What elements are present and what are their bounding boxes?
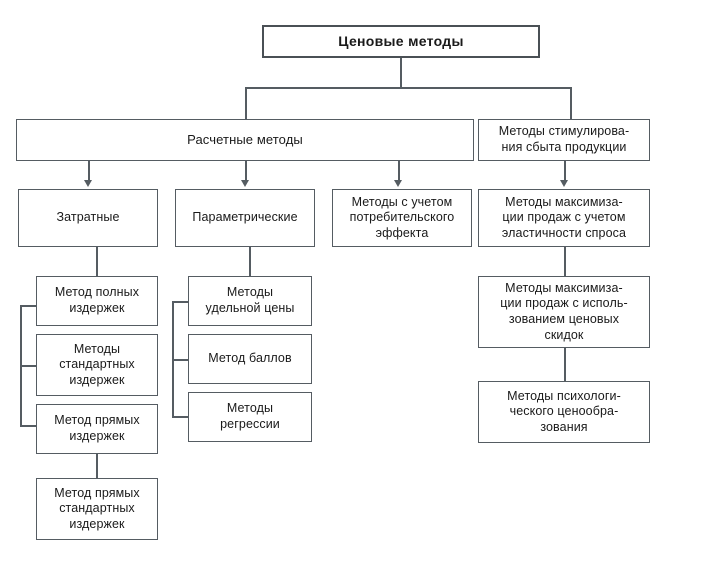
connector-root-to-calc [245,87,247,119]
connector-discounts-to-psych [564,348,566,381]
node-label-line3: эффекта [375,225,429,240]
connector-cost-stem [96,247,98,276]
node-label-line1: Методы психологи- [507,388,621,403]
node-label-line1: Методы [226,285,274,300]
connector-cost-rail-stub-2 [20,365,37,367]
node-label: Параметрические [192,210,298,225]
node-psychological-pricing-methods[interactable]: Методы психологи- ческого ценообра- зова… [478,381,650,443]
node-full-cost-method[interactable]: Метод полных издержек [36,276,158,326]
node-root-pricing-methods[interactable]: Ценовые методы [262,25,540,58]
node-label-line2: издержек [69,301,125,315]
node-label-line2: издержек [69,429,125,443]
node-label-line1: Методы [73,341,121,356]
node-label-line2: регрессии [220,417,280,431]
node-label-line2: удельной цены [205,301,295,315]
node-standard-cost-methods[interactable]: Методы стандартных издержек [36,334,158,396]
arrowhead-calc-to-cost [84,180,92,187]
node-label-line1: Метод прямых [54,413,140,428]
connector-param-rail-stub-2 [172,359,189,361]
connector-param-stem [249,247,251,276]
node-label-line3: зованием ценовых [508,312,620,326]
node-calculation-methods[interactable]: Расчетные методы [16,119,474,161]
connector-calc-to-param [245,161,247,182]
connector-calc-to-consumer [398,161,400,182]
node-label-line2: потребительского [349,210,455,225]
connector-promo-to-maxdemand [564,161,566,182]
node-label-line3: издержек [69,516,125,531]
node-label-line2: ческого ценообра- [509,404,619,419]
connector-param-rail-stub-1 [172,301,189,303]
arrowhead-promo-to-maxdemand [560,180,568,187]
node-label-line2: ции продаж с учетом [502,210,626,225]
node-cost-methods[interactable]: Затратные [18,189,158,247]
node-label-line1: Методы максимиза- [505,280,623,295]
connector-cost-rail-stub-3 [20,425,37,427]
node-label-line1: Методы [226,401,274,416]
node-label-line1: Методы максимиза- [505,194,623,209]
node-sales-promotion-methods[interactable]: Методы стимулирова- ния сбыта продукции [478,119,650,161]
node-label-line1: Методы с учетом [351,194,453,209]
node-label-line3: эластичности спроса [501,225,627,240]
node-label-line1: Метод прямых [54,485,140,500]
node-max-sales-demand-elasticity[interactable]: Методы максимиза- ции продаж с учетом эл… [478,189,650,247]
node-label: Ценовые методы [338,32,464,49]
node-direct-standard-cost-method[interactable]: Метод прямых стандартных издержек [36,478,158,540]
node-label: Расчетные методы [187,131,303,147]
arrowhead-calc-to-param [241,180,249,187]
node-consumer-effect-methods[interactable]: Методы с учетом потребительского эффекта [332,189,472,247]
connector-maxdemand-to-discounts [564,247,566,276]
node-points-method[interactable]: Метод баллов [188,334,312,384]
node-label: Затратные [56,210,120,225]
connector-cost-rail-stub-1 [20,305,37,307]
connector-param-rail-stub-3 [172,416,189,418]
arrowhead-calc-to-consumer [394,180,402,187]
node-label-line3: зования [540,419,588,434]
node-max-sales-price-discounts[interactable]: Методы максимиза- ции продаж с исполь- з… [478,276,650,348]
node-label-line3: издержек [69,372,125,387]
node-parametric-methods[interactable]: Параметрические [175,189,315,247]
node-label-line2: ния сбыта продукции [501,140,627,154]
node-label-line1: Методы стимулирова- [498,124,630,139]
node-label-line4: скидок [544,327,584,342]
node-regression-methods[interactable]: Методы регрессии [188,392,312,442]
connector-direct-to-directstd [96,454,98,478]
connector-root-to-promo [570,87,572,119]
node-label: Метод баллов [208,351,292,366]
connector-calc-to-cost [88,161,90,182]
node-label-line2: стандартных [59,501,135,516]
connector-root-bus [245,87,571,89]
connector-root-stem [400,58,402,88]
node-label-line2: стандартных [59,357,135,372]
node-unit-price-methods[interactable]: Методы удельной цены [188,276,312,326]
node-label-line2: ции продаж с исполь- [500,296,628,311]
node-direct-cost-method[interactable]: Метод прямых издержек [36,404,158,454]
node-label-line1: Метод полных [54,285,140,300]
